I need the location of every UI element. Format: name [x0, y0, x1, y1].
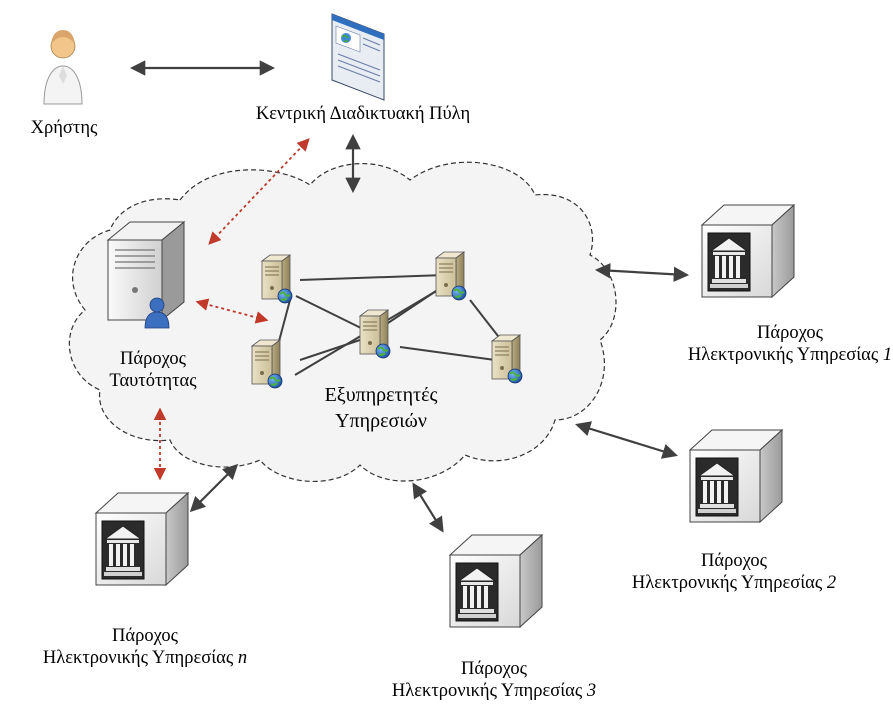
identity-provider-line1: Πάροχος [120, 349, 186, 369]
provider-3-index: 3 [586, 681, 597, 701]
provider-1-line1: Πάροχος [757, 323, 823, 343]
dotted-arrows [153, 138, 310, 481]
service-server-icon [491, 334, 523, 384]
solid-arrows [129, 60, 690, 533]
provider-1-index: 1 [882, 345, 893, 365]
provider-2-label: Πάροχος Ηλεκτρονικής Υπηρεσίας 2 [632, 550, 836, 594]
service-servers-line1: Εξυπηρετητές [324, 384, 438, 406]
bank-building-icon [701, 204, 795, 298]
provider-n-label: Πάροχος Ηλεκτρονικής Υπηρεσίας n [43, 625, 247, 669]
service-server-icon [261, 254, 293, 304]
server-links [277, 274, 506, 376]
provider-n-index: n [237, 648, 248, 668]
service-servers-line2: Υπηρεσιών [335, 410, 427, 432]
bank-building-icon [449, 534, 543, 628]
provider-n-line1: Πάροχος [112, 626, 178, 646]
bank-building-icon [95, 492, 189, 586]
provider3-arrow [412, 482, 444, 533]
provider-2-index: 2 [826, 573, 837, 593]
provider-1-line2: Ηλεκτρονικής Υπηρεσίας [687, 345, 879, 365]
service-server-icon [359, 309, 391, 359]
identity-provider-line2: Ταυτότητας [109, 371, 197, 391]
provider-n-line2: Ηλεκτρονικής Υπηρεσίας [42, 648, 234, 668]
service-server-icon [435, 251, 467, 301]
web-portal-icon [331, 13, 385, 101]
provider-2-line2: Ηλεκτρονικής Υπηρεσίας [631, 573, 823, 593]
provider-3-label: Πάροχος Ηλεκτρονικής Υπηρεσίας 3 [392, 658, 596, 702]
provider-3-line2: Ηλεκτρονικής Υπηρεσίας [391, 681, 583, 701]
service-servers-label: Εξυπηρετητές Υπηρεσιών [325, 382, 438, 434]
cloud-shape [68, 161, 617, 482]
user-icon [43, 30, 83, 105]
user-label: Χρήστης [30, 118, 98, 138]
provider2-arrow [575, 421, 678, 459]
identity-provider-label: Πάροχος Ταυτότητας [109, 348, 196, 392]
provider-1-label: Πάροχος Ηλεκτρονικής Υπηρεσίας 1 [688, 322, 892, 366]
provider-3-line1: Πάροχος [461, 659, 527, 679]
provider1-arrow [594, 263, 690, 282]
service-server-icon [251, 339, 283, 389]
portal-label: Κεντρική Διαδικτυακή Πύλη [255, 104, 471, 124]
provider-2-line1: Πάροχος [701, 551, 767, 571]
providern-arrow [189, 463, 239, 513]
identity-server-icon [106, 220, 186, 329]
bank-building-icon [689, 429, 783, 523]
